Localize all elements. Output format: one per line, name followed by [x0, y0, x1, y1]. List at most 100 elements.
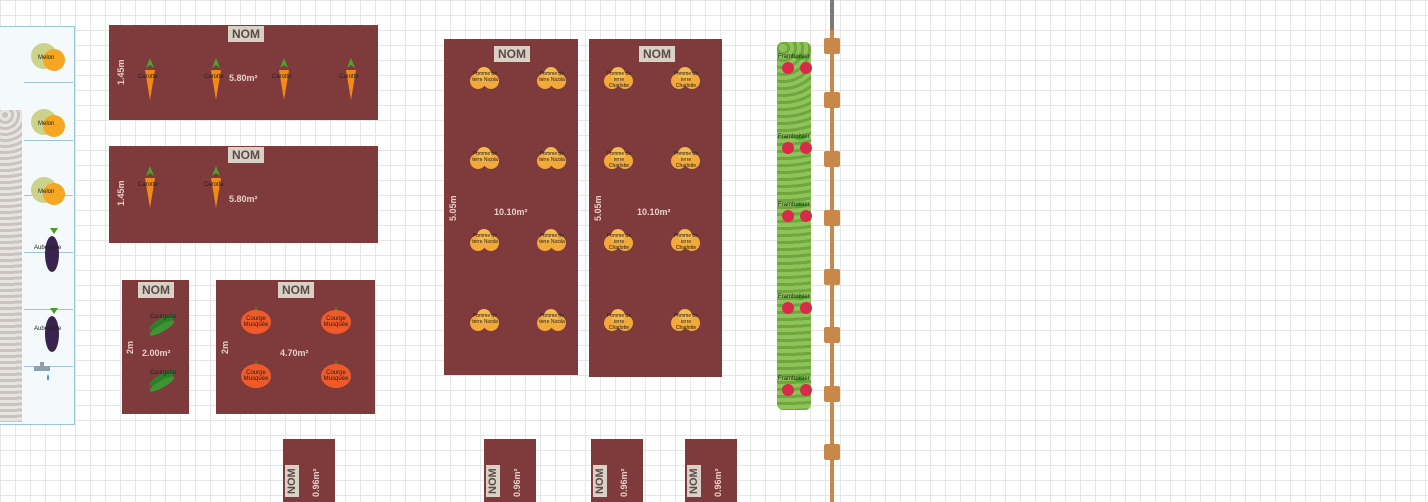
plant-label: Courgette [150, 314, 177, 320]
potato-plant[interactable]: Pomme de terre Charlotte [603, 146, 635, 177]
small-bed[interactable]: NOM 0.96m² [685, 439, 737, 502]
squash-plant[interactable]: Courge Musquée [320, 306, 352, 339]
bed-dimension: 2m [125, 340, 135, 354]
fence[interactable] [830, 30, 834, 502]
squash-plant[interactable]: Courge Musquée [240, 360, 272, 393]
plant-label: Pomme de terre Nicola [539, 233, 565, 245]
plant-label: Framboisier [778, 54, 810, 60]
carrot-plant[interactable]: Carotte [138, 58, 160, 105]
raspberry-plant[interactable]: Framboisier [778, 132, 816, 165]
potato-plant[interactable]: Pomme de terre Nicola [469, 146, 501, 177]
potato-plant[interactable]: Pomme de terre Nicola [469, 308, 501, 339]
plant-label: Carotte [204, 182, 224, 188]
potato-plant[interactable]: Pomme de terre Nicola [469, 66, 501, 97]
garden-bed[interactable]: NOM 2m 2.00m² [122, 280, 189, 414]
carrot-plant[interactable]: Carotte [272, 58, 294, 105]
potato-plant[interactable]: Pomme de terre Nicola [536, 228, 568, 259]
bed-name-label: NOM [278, 282, 314, 298]
plant-label: Courgette [150, 370, 177, 376]
bed-name-label: NOM [639, 46, 675, 62]
potato-plant[interactable]: Pomme de terre Charlotte [670, 66, 702, 97]
bed-name-label: NOM [138, 282, 174, 298]
carrot-plant[interactable]: Carotte [339, 58, 361, 105]
small-bed[interactable]: NOM 0.96m² [484, 439, 536, 502]
plant-label: Pomme de terre Nicola [472, 313, 498, 325]
carrot-plant[interactable]: Carotte [138, 166, 160, 213]
garden-bed[interactable]: NOM 1.45m 5.80m² [109, 146, 378, 243]
bed-dimension: 1.45m [116, 180, 126, 206]
potato-plant[interactable]: Pomme de terre Charlotte [670, 308, 702, 339]
bed-area: 10.10m² [494, 207, 528, 217]
plant-label: Carotte [339, 74, 359, 80]
plant-label: Carotte [138, 74, 158, 80]
potato-plant[interactable]: Pomme de terre Charlotte [603, 66, 635, 97]
potato-plant[interactable]: Pomme de terre Charlotte [670, 228, 702, 259]
bed-area: 2.00m² [142, 348, 171, 358]
raspberry-plant[interactable]: Framboisier [778, 374, 816, 407]
aubergine-plant[interactable]: Aubergine [34, 306, 76, 356]
plant-label: Pomme de terre Nicola [472, 71, 498, 83]
raspberry-hedge[interactable] [777, 42, 811, 410]
carrot-plant[interactable]: Carotte [204, 58, 226, 105]
plant-label: Pomme de terre Charlotte [606, 233, 632, 251]
plant-label: Pomme de terre Charlotte [606, 313, 632, 331]
courgette-plant[interactable]: Courgette [146, 364, 178, 397]
squash-plant[interactable]: Courge Musquée [240, 306, 272, 339]
plant-label: Pomme de terre Charlotte [606, 71, 632, 89]
plant-label: Framboisier [778, 134, 810, 140]
plant-label: Carotte [204, 74, 224, 80]
bed-area: 5.80m² [229, 73, 258, 83]
water-tap-icon[interactable] [32, 360, 56, 386]
melon-plant[interactable]: Melon [30, 106, 66, 140]
plant-label: Pomme de terre Charlotte [673, 151, 699, 169]
raspberry-plant[interactable]: Framboisier [778, 200, 816, 233]
plant-label: Carotte [138, 182, 158, 188]
plant-label: Pomme de terre Charlotte [606, 151, 632, 169]
plant-label: Pomme de terre Charlotte [673, 313, 699, 331]
plant-label: Framboisier [778, 294, 810, 300]
bed-dimension: 5.05m [448, 195, 458, 221]
melon-plant[interactable]: Melon [30, 174, 66, 208]
potato-plant[interactable]: Pomme de terre Nicola [469, 228, 501, 259]
garden-bed[interactable]: NOM 2m 4.70m² [216, 280, 375, 414]
bed-area: 5.80m² [229, 194, 258, 204]
bed-area: 4.70m² [280, 348, 309, 358]
bed-dimension: 5.05m [593, 195, 603, 221]
courgette-plant[interactable]: Courgette [146, 308, 178, 341]
potato-plant[interactable]: Pomme de terre Nicola [536, 66, 568, 97]
plant-label: Framboisier [778, 376, 810, 382]
plant-label: Pomme de terre Nicola [472, 151, 498, 163]
melon-plant[interactable]: Melon [30, 40, 66, 74]
potato-plant[interactable]: Pomme de terre Charlotte [603, 228, 635, 259]
bed-dimension: 2m [220, 340, 230, 354]
raspberry-plant[interactable]: Framboisier [778, 292, 816, 325]
gravel-path [0, 110, 22, 422]
potato-plant[interactable]: Pomme de terre Nicola [536, 308, 568, 339]
small-bed[interactable]: NOM 0.96m² [591, 439, 643, 502]
plant-label: Carotte [272, 74, 292, 80]
plant-label: Courge Musquée [243, 370, 269, 382]
small-bed[interactable]: NOM 0.96m² [283, 439, 335, 502]
plant-label: Pomme de terre Nicola [539, 151, 565, 163]
aubergine-plant[interactable]: Aubergine [34, 226, 76, 276]
raspberry-plant[interactable]: Framboisier [778, 52, 816, 85]
plant-label: Pomme de terre Nicola [472, 233, 498, 245]
plant-label: Pomme de terre Nicola [539, 71, 565, 83]
plant-label: Pomme de terre Charlotte [673, 233, 699, 251]
plant-label: Pomme de terre Nicola [539, 313, 565, 325]
plant-label: Framboisier [778, 202, 810, 208]
potato-plant[interactable]: Pomme de terre Nicola [536, 146, 568, 177]
potato-plant[interactable]: Pomme de terre Charlotte [603, 308, 635, 339]
plant-label: Courge Musquée [323, 316, 349, 328]
bed-dimension: 1.45m [116, 59, 126, 85]
bed-name-label: NOM [494, 46, 530, 62]
bed-area: 10.10m² [637, 207, 671, 217]
plant-label: Pomme de terre Charlotte [673, 71, 699, 89]
potato-plant[interactable]: Pomme de terre Charlotte [670, 146, 702, 177]
squash-plant[interactable]: Courge Musquée [320, 360, 352, 393]
bed-name-label: NOM [228, 147, 264, 163]
plant-label: Courge Musquée [243, 316, 269, 328]
carrot-plant[interactable]: Carotte [204, 166, 226, 213]
bed-name-label: NOM [228, 26, 264, 42]
plant-label: Courge Musquée [323, 370, 349, 382]
